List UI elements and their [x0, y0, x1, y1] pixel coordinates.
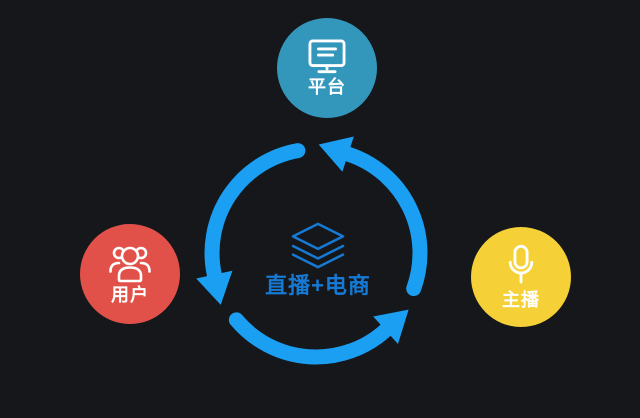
node-users: 用户 — [80, 224, 180, 324]
arrowhead-icon — [196, 270, 233, 305]
arrowhead-icon — [318, 136, 354, 172]
center-group: 直播+电商 — [238, 221, 398, 298]
center-label: 直播+电商 — [265, 273, 371, 298]
cycle-arrow-left — [196, 143, 306, 305]
users-icon — [109, 246, 151, 282]
cycle-arrow-bottom — [228, 309, 409, 365]
arrow-arc — [340, 146, 428, 297]
layers-icon — [291, 222, 345, 269]
node-anchor-label: 主播 — [502, 289, 540, 310]
arrow-arc — [228, 312, 394, 365]
arrow-arc — [204, 143, 306, 283]
node-platform: 平台 — [277, 18, 377, 118]
monitor-icon — [308, 39, 346, 73]
microphone-icon — [508, 244, 534, 283]
node-users-label: 用户 — [111, 284, 149, 305]
arrowhead-icon — [373, 309, 409, 344]
cycle-arrow-right — [318, 136, 428, 297]
node-platform-label: 平台 — [308, 76, 346, 97]
node-anchor: 主播 — [471, 227, 571, 327]
